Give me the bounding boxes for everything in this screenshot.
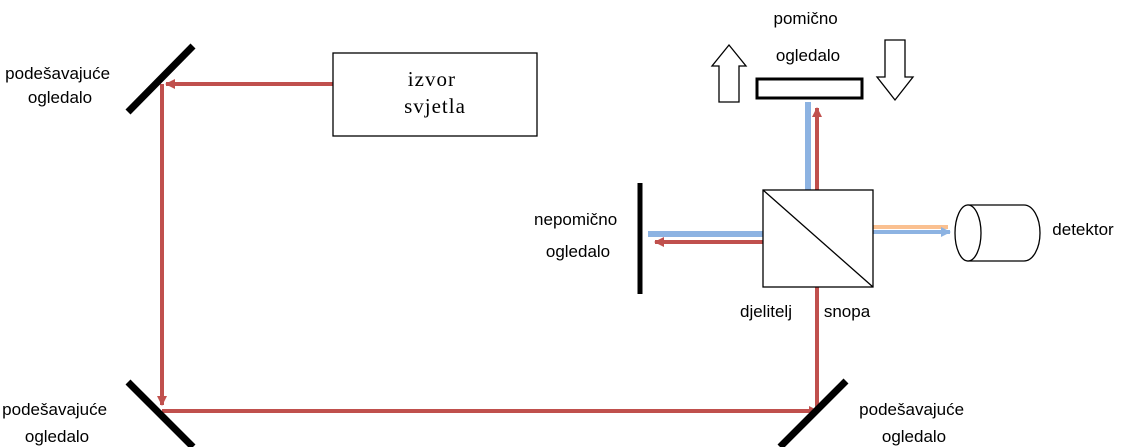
adjustable-mirror-bottom-right — [777, 378, 849, 447]
label-detector: detektor — [1052, 220, 1114, 239]
adjustable-mirror-top-left — [125, 43, 196, 115]
label-mirror-bottom-left: podešavajuće ogledalo — [2, 400, 112, 446]
beam-to-fixed-mirror — [648, 231, 763, 247]
movable-mirror — [755, 77, 864, 100]
label-light-source: izvor svjetla — [404, 67, 466, 118]
label-mirror-top-left: podešavajuće ogledalo — [5, 64, 115, 107]
label-splitter-left: djelitelj — [740, 302, 792, 321]
label-mirror-bottom-right: podešavajuće ogledalo — [859, 400, 969, 446]
detector — [954, 204, 1041, 262]
red-beam-path — [157, 79, 819, 416]
up-arrow-icon — [710, 43, 748, 103]
label-movable-mirror: pomično ogledalo — [774, 9, 843, 65]
light-source-box — [332, 52, 538, 137]
beam-to-detector — [873, 225, 951, 237]
label-fixed-mirror: nepomično ogledalo — [534, 210, 622, 261]
adjustable-mirror-bottom-left — [125, 379, 196, 447]
label-splitter-right: snopa — [824, 302, 871, 321]
down-arrow-icon — [875, 39, 915, 102]
beam-to-movable-mirror — [805, 102, 822, 190]
beam-splitter — [762, 189, 874, 288]
